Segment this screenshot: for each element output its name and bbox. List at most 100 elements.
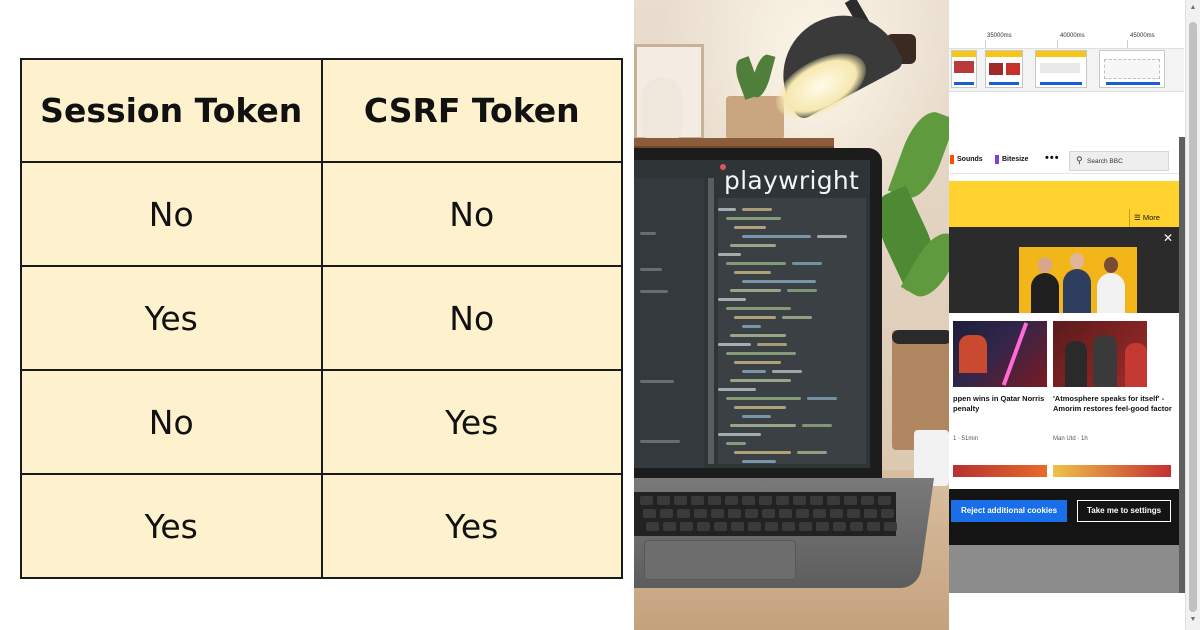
code-line bbox=[730, 424, 796, 427]
header-csrf-token: CSRF Token bbox=[320, 58, 623, 163]
close-icon[interactable]: ✕ bbox=[1163, 231, 1174, 245]
code-line bbox=[734, 316, 776, 319]
keyboard-key bbox=[796, 509, 809, 518]
news-card-image[interactable] bbox=[953, 465, 1047, 477]
code-line bbox=[726, 442, 746, 445]
keyboard bbox=[634, 492, 897, 536]
editor-right-pane bbox=[718, 198, 866, 464]
keyboard-key bbox=[827, 496, 840, 505]
table-cell: No bbox=[20, 161, 323, 267]
more-menu-button[interactable]: ☰ More bbox=[1129, 209, 1173, 227]
code-line bbox=[726, 352, 796, 355]
code-line bbox=[730, 244, 776, 247]
news-card-image[interactable] bbox=[953, 321, 1047, 387]
code-line bbox=[640, 440, 680, 443]
keyboard-key bbox=[765, 522, 778, 531]
scroll-up-icon[interactable]: ▲ bbox=[1189, 4, 1197, 11]
headline-1[interactable]: ppen wins in Qatar Norris penalty bbox=[953, 394, 1045, 413]
cup bbox=[914, 430, 949, 486]
code-line bbox=[792, 262, 822, 265]
keyboard-key bbox=[813, 509, 826, 518]
keyboard-key bbox=[830, 509, 843, 518]
code-line bbox=[742, 208, 772, 211]
table-row: Yes No bbox=[20, 265, 623, 371]
keyboard-key bbox=[748, 522, 761, 531]
code-line bbox=[742, 325, 761, 328]
keyboard-key bbox=[884, 522, 897, 531]
card-meta-2: Man Utd · 1h bbox=[1053, 436, 1088, 442]
keyboard-key bbox=[864, 509, 877, 518]
search-placeholder: Search BBC bbox=[1087, 158, 1123, 165]
table-header-row: Session Token CSRF Token bbox=[20, 58, 623, 163]
scrollbar[interactable]: ▲ ▼ bbox=[1185, 0, 1200, 630]
code-line bbox=[730, 379, 791, 382]
filmstrip-thumbnail[interactable] bbox=[1035, 50, 1087, 88]
more-nav-dots-icon[interactable]: ••• bbox=[1045, 152, 1060, 164]
window-dot-icon bbox=[720, 164, 726, 170]
table-cell: Yes bbox=[320, 369, 623, 475]
code-line bbox=[742, 280, 816, 283]
laptop-photo: playwright bbox=[634, 0, 949, 630]
code-line bbox=[726, 307, 791, 310]
vase bbox=[642, 78, 682, 140]
bbc-page: Sounds Bitesize ••• ⚲ Search BBC ☰ More … bbox=[949, 137, 1179, 593]
keyboard-key bbox=[711, 509, 724, 518]
keyboard-key bbox=[799, 522, 812, 531]
news-card-image[interactable] bbox=[1053, 465, 1171, 477]
code-line bbox=[718, 433, 761, 436]
sounds-icon bbox=[950, 155, 954, 164]
code-line bbox=[734, 361, 781, 364]
filmstrip-thumbnail[interactable] bbox=[951, 50, 977, 88]
keyboard-key bbox=[850, 522, 863, 531]
plant-pot bbox=[726, 96, 784, 140]
editor-divider bbox=[708, 178, 714, 464]
keyboard-key bbox=[691, 496, 704, 505]
keyboard-key bbox=[660, 509, 673, 518]
code-line bbox=[718, 208, 736, 211]
keyboard-key bbox=[816, 522, 829, 531]
token-table: Session Token CSRF Token No No Yes No No… bbox=[20, 58, 623, 579]
devtools-panel: 35000ms 40000ms 45000ms bbox=[949, 0, 1200, 630]
code-line bbox=[726, 217, 781, 220]
headline-2[interactable]: 'Atmosphere speaks for itself' - Amorim … bbox=[1053, 394, 1172, 413]
nav-bitesize[interactable]: Bitesize bbox=[1002, 156, 1029, 163]
search-input[interactable]: ⚲ Search BBC bbox=[1069, 151, 1169, 171]
table-row: Yes Yes bbox=[20, 473, 623, 579]
code-line bbox=[734, 271, 771, 274]
timeline-tick-label: 45000ms bbox=[1130, 33, 1155, 39]
keyboard-key bbox=[861, 496, 874, 505]
code-line bbox=[742, 370, 766, 373]
news-card-image[interactable] bbox=[1053, 321, 1147, 387]
scroll-down-icon[interactable]: ▼ bbox=[1189, 616, 1197, 623]
keyboard-key bbox=[745, 509, 758, 518]
code-line bbox=[640, 232, 656, 235]
filmstrip-thumbnail[interactable] bbox=[985, 50, 1023, 88]
filmstrip-thumbnail[interactable] bbox=[1099, 50, 1165, 88]
code-line bbox=[718, 253, 741, 256]
header-session-token: Session Token bbox=[20, 58, 323, 163]
yellow-masthead bbox=[949, 181, 1179, 227]
performance-timeline: 35000ms 40000ms 45000ms bbox=[949, 0, 1184, 100]
nav-sounds[interactable]: Sounds bbox=[957, 156, 983, 163]
keyboard-key bbox=[640, 496, 653, 505]
reject-cookies-button[interactable]: Reject additional cookies bbox=[951, 500, 1067, 522]
table-cell: No bbox=[20, 369, 323, 475]
editor-left-pane bbox=[634, 178, 704, 468]
scrollbar-thumb[interactable] bbox=[1189, 22, 1197, 612]
promo-image bbox=[1019, 247, 1137, 313]
table-row: No Yes bbox=[20, 369, 623, 475]
code-line bbox=[757, 343, 787, 346]
page-overlay bbox=[949, 545, 1179, 593]
code-line bbox=[726, 262, 786, 265]
keyboard-key bbox=[782, 522, 795, 531]
keyboard-key bbox=[725, 496, 738, 505]
timeline-tick bbox=[985, 40, 986, 48]
keyboard-key bbox=[867, 522, 880, 531]
playwright-title: playwright bbox=[724, 166, 860, 195]
trackpad bbox=[644, 540, 796, 580]
keyboard-key bbox=[759, 496, 772, 505]
code-line bbox=[742, 460, 776, 463]
keyboard-key bbox=[742, 496, 755, 505]
cookie-settings-button[interactable]: Take me to settings bbox=[1077, 500, 1171, 522]
shelf bbox=[634, 138, 834, 148]
